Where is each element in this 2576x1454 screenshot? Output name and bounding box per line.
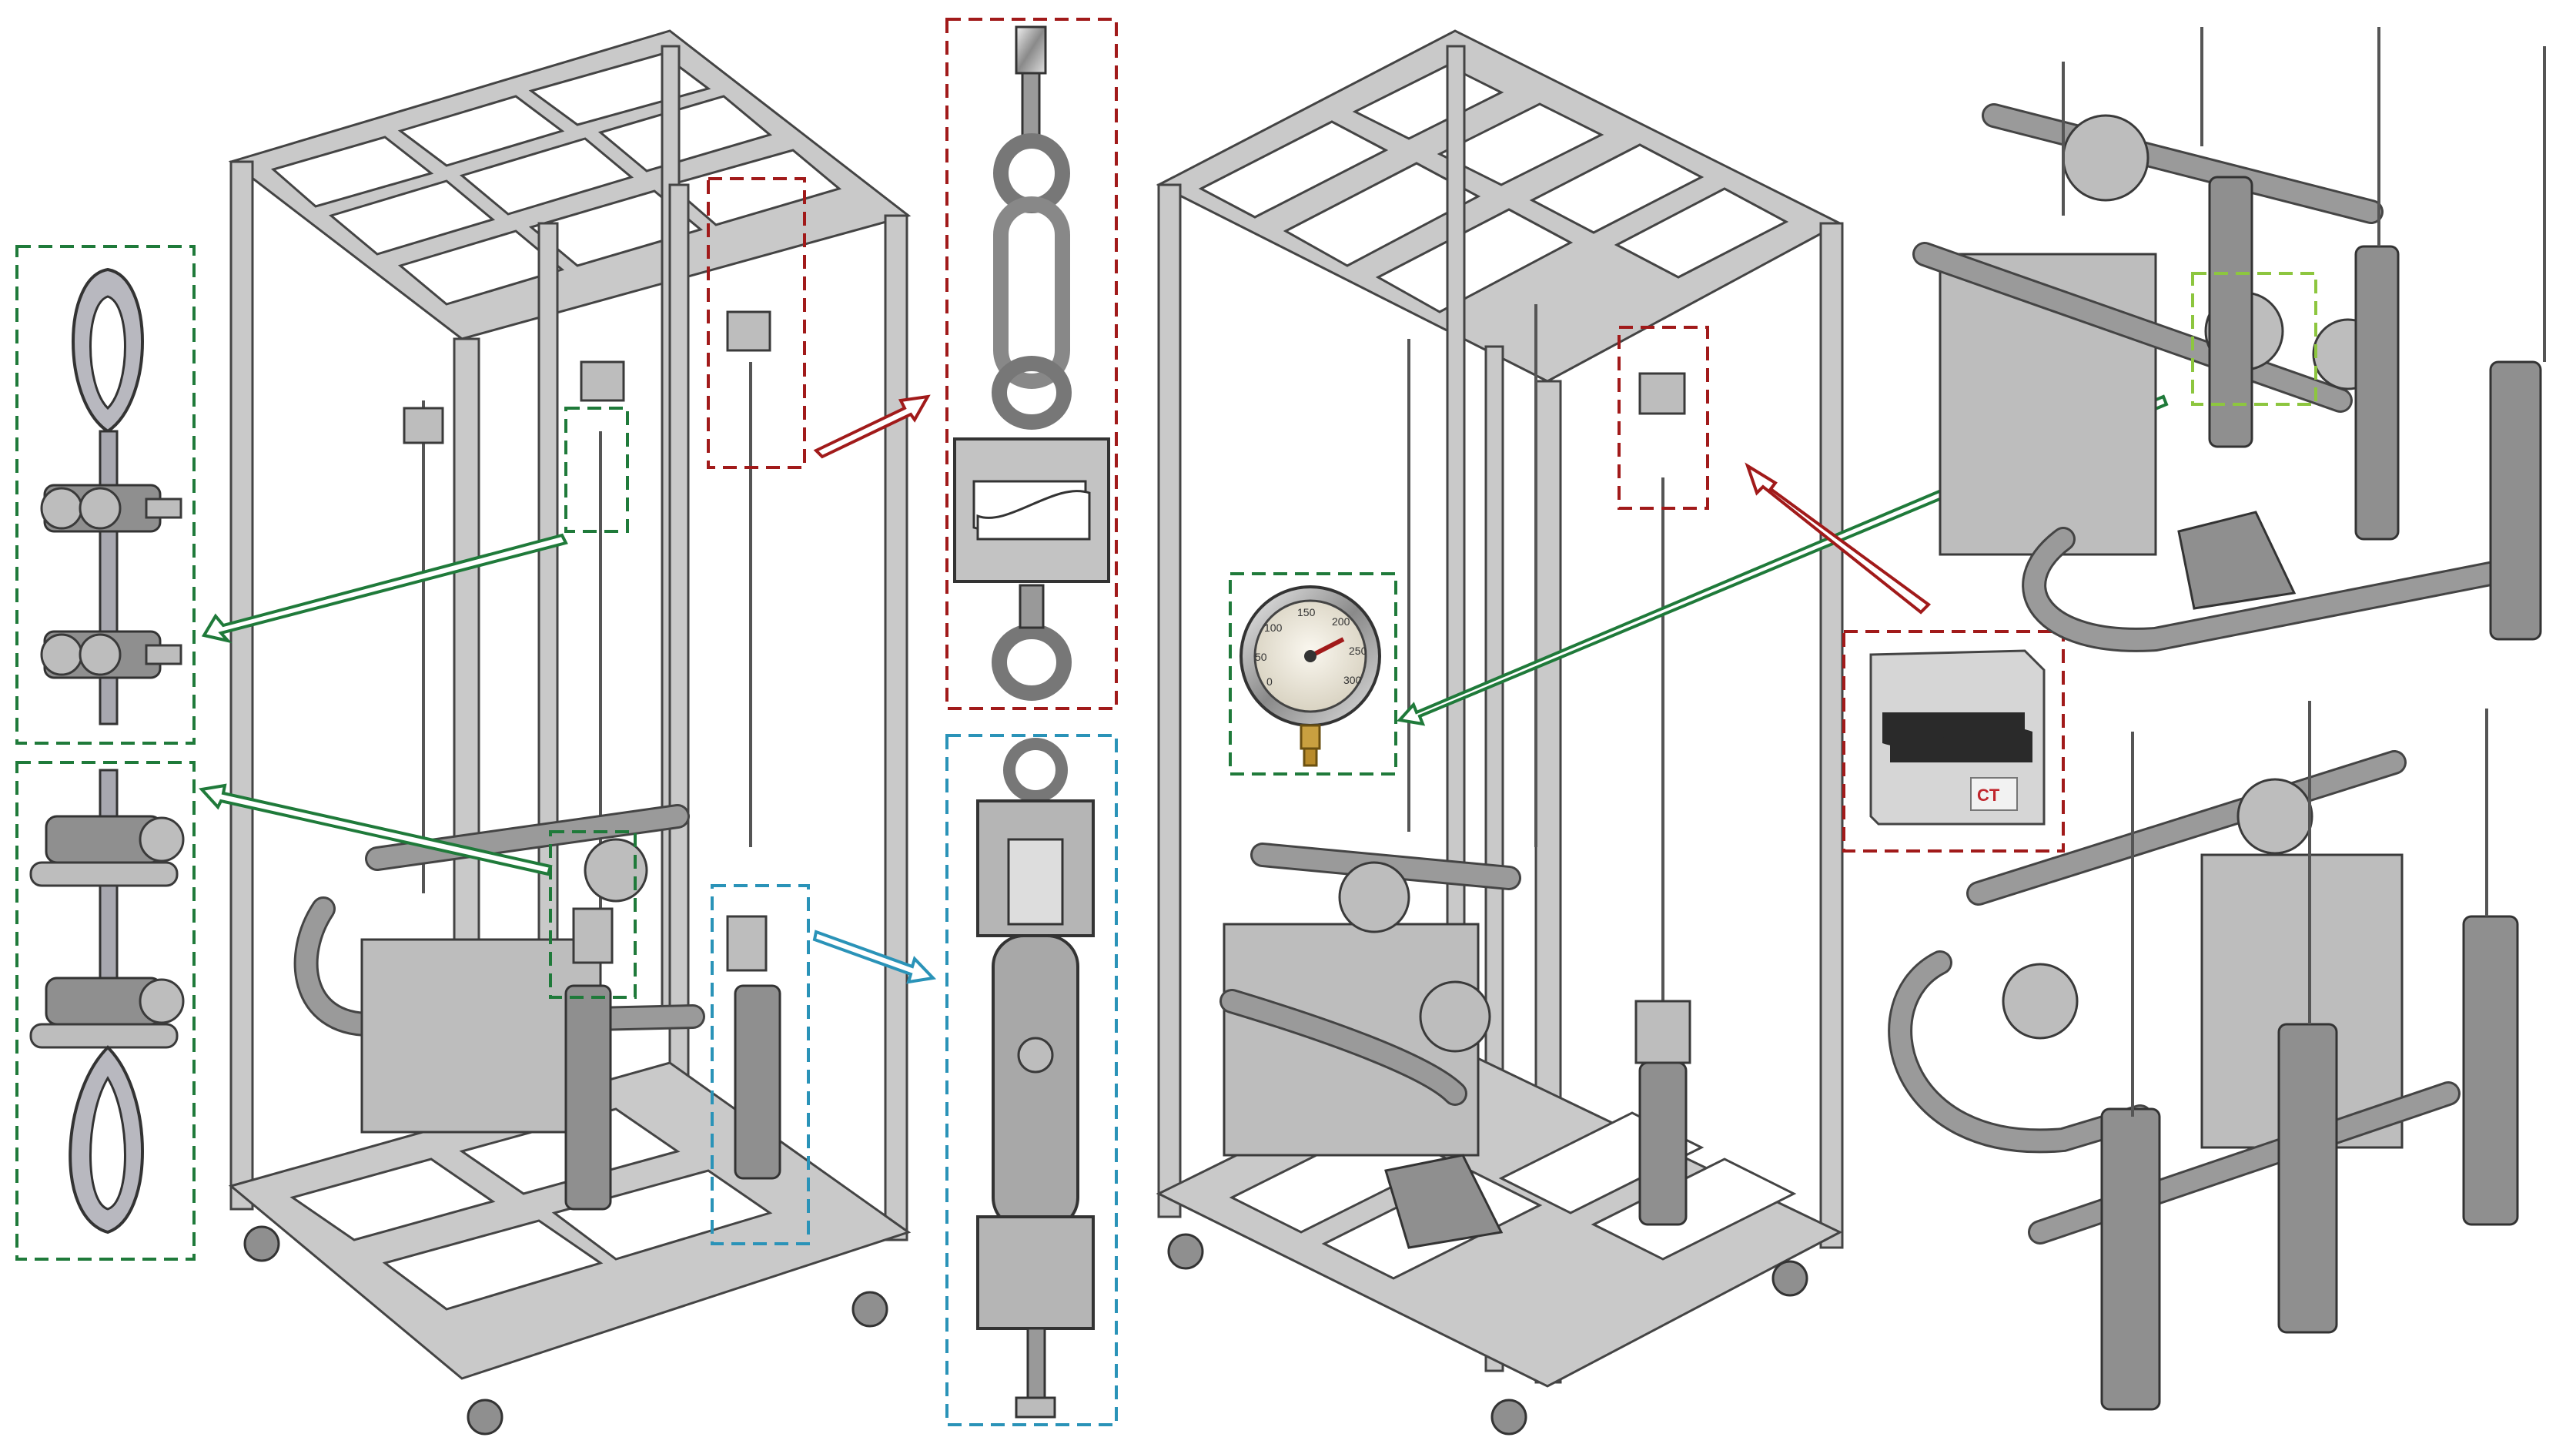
actuator-detail [945, 734, 1118, 1426]
callout-box-green-thimble-top [15, 245, 196, 745]
s-type-load-cell-icon [1638, 372, 1686, 415]
pressure-gauge-icon: 0 50 100 150 200 250 300 [1239, 585, 1381, 767]
s-type-load-cell-icon: CT [1869, 649, 2046, 826]
pump-motor [1384, 1154, 1504, 1249]
caster-wheel [1771, 1260, 1808, 1297]
gauge-scale-mark: 300 [1343, 674, 1362, 686]
wire-rope-clamp-icon [40, 484, 182, 679]
hydraulic-cylinder-icon [1638, 1061, 1688, 1226]
arrow-to-thimble-bottom [199, 783, 553, 876]
left-rig-hydraulic-unit [293, 804, 781, 1211]
caster-wheel [851, 1291, 888, 1328]
right-rig-hydraulic-unit [1219, 843, 1691, 1249]
s-type-load-cell-icon [403, 407, 444, 444]
arrow-to-actuator-detail [812, 930, 937, 984]
gauge-scale-mark: 150 [1297, 606, 1316, 618]
load-cell-brand-label: CT [1977, 786, 2000, 805]
pressure-gauge-icon [2062, 114, 2149, 202]
gauge-scale-mark: 200 [1332, 615, 1350, 628]
pressure-gauge-icon [1338, 861, 1410, 933]
callout-clamp-upper-left-rig [564, 407, 629, 533]
pressure-gauge-icon [2002, 963, 2079, 1040]
hydraulic-reservoir [360, 938, 602, 1134]
s-type-load-cell-icon [953, 437, 1110, 583]
pressure-gauge-icon [1419, 980, 1491, 1053]
wire-rope-thimble-icon [69, 1045, 144, 1235]
callout-box-green-thimble-bottom [15, 761, 196, 1261]
callout-load-cell-right-rig [1618, 326, 1709, 510]
hydraulic-cylinder-icon [976, 799, 1095, 1419]
right-rig-post-back-right [1819, 222, 1844, 1249]
gauge-scale-mark: 100 [1264, 621, 1283, 634]
hydraulic-cylinder-icon [2208, 176, 2253, 448]
hydraulic-cylinder-icon [734, 984, 781, 1180]
gauge-scale-mark: 250 [1349, 645, 1367, 657]
callout-box-red-load-cell-photo [1842, 630, 2065, 853]
thimble-clamp-detail-top [15, 245, 196, 745]
thimble-clamp-detail-bottom [15, 761, 196, 1261]
left-rig-inner-post-2 [668, 183, 690, 1226]
arrow-to-load-cell-detail [813, 394, 931, 459]
hydraulic-assembly-top-view [1912, 27, 2546, 652]
caster-wheel [243, 1225, 280, 1262]
left-rig-post-front-left [229, 160, 254, 1211]
load-cell-photo-detail: CT [1842, 630, 2065, 853]
callout-clamp-lower-left-rig [549, 830, 637, 999]
wire-rope-clamp-icon [29, 769, 185, 1049]
hydraulic-cylinder-icon [564, 984, 612, 1211]
caster-wheel [1490, 1399, 1527, 1436]
hydraulic-cylinder-icon [2462, 915, 2519, 1226]
s-type-load-cell-icon [726, 310, 771, 352]
s-type-load-cell-icon [580, 360, 625, 402]
right-rig-post-back-left [1446, 45, 1466, 1003]
pressure-gauge-detail: 0 50 100 150 200 250 300 [1229, 572, 1397, 776]
cylinder-clevis [572, 907, 614, 964]
hydraulic-cylinder-icon [2277, 1023, 2338, 1334]
gauge-scale-mark: 0 [1266, 675, 1273, 688]
left-test-rig [228, 29, 912, 1436]
pump-motor [2177, 511, 2297, 610]
left-rig-post-back-right [884, 214, 908, 1241]
caster-wheel [467, 1399, 503, 1436]
cylinder-clevis [1634, 1000, 1691, 1064]
pressure-gauge-icon [584, 838, 648, 903]
right-rig-post-front-left [1157, 183, 1182, 1218]
callout-box-light-green-gauge-location [2191, 272, 2317, 406]
callout-box-green-gauge [1229, 572, 1397, 776]
cylinder-clevis [726, 915, 768, 972]
caster-wheel [1167, 1233, 1204, 1270]
hydraulic-cylinder-icon [2354, 245, 2400, 541]
arrow-load-cell-photo-to-rig [1745, 462, 1932, 615]
gauge-scale-mark: 50 [1255, 651, 1267, 663]
arrow-to-thimble-top [201, 533, 568, 644]
callout-load-cell-left-rig [707, 177, 806, 469]
right-test-rig [1156, 29, 1844, 1436]
load-cell-detail [945, 18, 1118, 710]
callout-actuator-left-rig [711, 884, 810, 1245]
pressure-gauge-icon [2236, 778, 2313, 855]
hydraulic-assembly-bottom-view [1888, 701, 2519, 1411]
hydraulic-cylinder-icon [2489, 360, 2542, 641]
hydraulic-cylinder-icon [2100, 1107, 2161, 1411]
